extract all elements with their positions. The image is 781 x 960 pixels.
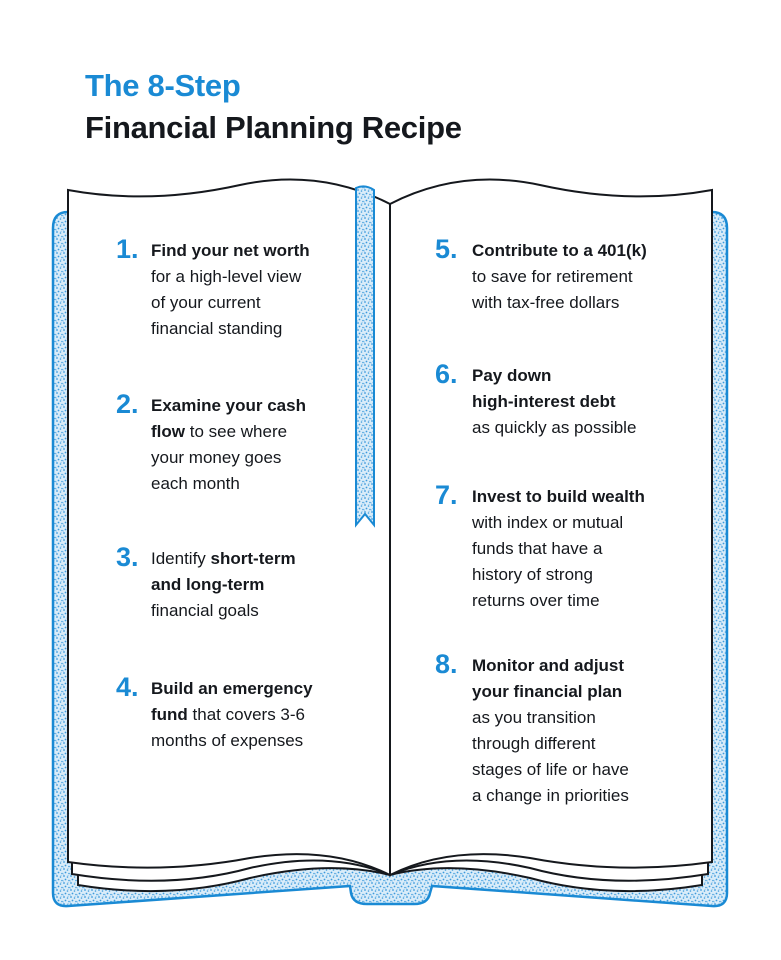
step-line: Find your net worth <box>151 238 310 264</box>
text: stages of life or have <box>472 760 629 779</box>
step-text: Pay down high-interest debt as quickly as … <box>472 363 636 441</box>
bold-text: Monitor and adjust <box>472 656 625 675</box>
step-number: 8. <box>435 649 458 679</box>
step-text: Identify short-term and long-term financia… <box>151 546 296 624</box>
step-line: through different <box>472 731 629 757</box>
text: months of expenses <box>151 731 304 750</box>
step-line: Build an emergency <box>151 676 313 702</box>
text: your money goes <box>151 448 282 467</box>
step-line: each month <box>151 471 306 497</box>
text: of your current <box>151 293 261 312</box>
step-number: 3. <box>116 542 139 572</box>
step-line: Identify short-term <box>151 546 296 572</box>
text: financial standing <box>151 319 283 338</box>
title-line-1: The 8-Step <box>85 68 241 103</box>
text: to see where <box>185 422 288 441</box>
text: each month <box>151 474 240 493</box>
step-number: 5. <box>435 234 458 264</box>
step-line: months of expenses <box>151 728 313 754</box>
bold-text: high-interest debt <box>472 392 616 411</box>
text: returns over time <box>472 591 600 610</box>
step-line: financial goals <box>151 598 296 624</box>
step-line: and long-term <box>151 572 296 598</box>
step-line: history of strong <box>472 562 645 588</box>
bold-text: and long-term <box>151 575 265 594</box>
step-line: fund that covers 3-6 <box>151 702 313 728</box>
text: with tax-free dollars <box>472 293 620 312</box>
step-line: a change in priorities <box>472 783 629 809</box>
step-line: Pay down <box>472 363 636 389</box>
step-line: Examine your cash <box>151 393 306 419</box>
text: as you transition <box>472 708 596 727</box>
step-line: your money goes <box>151 445 306 471</box>
step-number: 2. <box>116 389 139 419</box>
step-text: Invest to build wealth with index or mutu… <box>472 484 645 614</box>
bold-text: your financial plan <box>472 682 623 701</box>
text: funds that have a <box>472 539 603 558</box>
step-line: with tax-free dollars <box>472 290 647 316</box>
step-text: Contribute to a 401(k) to save for retire… <box>472 238 647 316</box>
step-line: with index or mutual <box>472 510 645 536</box>
step-line: Invest to build wealth <box>472 484 645 510</box>
bold-text: Examine your cash <box>151 396 306 415</box>
step-line: financial standing <box>151 316 310 342</box>
text: to save for retirement <box>472 267 633 286</box>
text: through different <box>472 734 596 753</box>
title-line-2: Financial Planning Recipe <box>85 110 462 145</box>
step-number: 7. <box>435 480 458 510</box>
step-line: your financial plan <box>472 679 629 705</box>
step-line: stages of life or have <box>472 757 629 783</box>
step-line: as you transition <box>472 705 629 731</box>
bold-text: Invest to build wealth <box>472 487 645 506</box>
step-text: Find your net worth for a high-level view… <box>151 238 310 342</box>
step-line: Monitor and adjust <box>472 653 629 679</box>
step-number: 4. <box>116 672 139 702</box>
step-text: Build an emergency fund that covers 3-6 mo… <box>151 676 313 754</box>
step-line: to save for retirement <box>472 264 647 290</box>
step-text: Examine your cash flow to see where your m… <box>151 393 306 497</box>
step-line: for a high-level view <box>151 264 310 290</box>
step-number: 1. <box>116 234 139 264</box>
bold-text: flow <box>151 422 185 441</box>
text: a change in priorities <box>472 786 629 805</box>
text: for a high-level view <box>151 267 302 286</box>
bold-text: Pay down <box>472 366 552 385</box>
right-page <box>389 178 713 877</box>
step-line: Contribute to a 401(k) <box>472 238 647 264</box>
step-line: returns over time <box>472 588 645 614</box>
step-line: flow to see where <box>151 419 306 445</box>
step-text: Monitor and adjust your financial plan as … <box>472 653 629 809</box>
step-line: high-interest debt <box>472 389 636 415</box>
step-line: of your current <box>151 290 310 316</box>
bold-text: Contribute to a 401(k) <box>472 241 647 260</box>
text: that covers 3-6 <box>187 705 305 724</box>
bold-text: Find your net worth <box>151 241 310 260</box>
step-number: 6. <box>435 359 458 389</box>
text: as quickly as possible <box>472 418 637 437</box>
bold-text: fund <box>151 705 188 724</box>
step-line: funds that have a <box>472 536 645 562</box>
text: financial goals <box>151 601 259 620</box>
ribbon-bookmark <box>355 185 375 528</box>
bold-text: Build an emergency <box>151 679 313 698</box>
text: Identify <box>151 549 211 568</box>
step-line: as quickly as possible <box>472 415 636 441</box>
text: with index or mutual <box>472 513 624 532</box>
text: history of strong <box>472 565 593 584</box>
bold-text: short-term <box>210 549 296 568</box>
